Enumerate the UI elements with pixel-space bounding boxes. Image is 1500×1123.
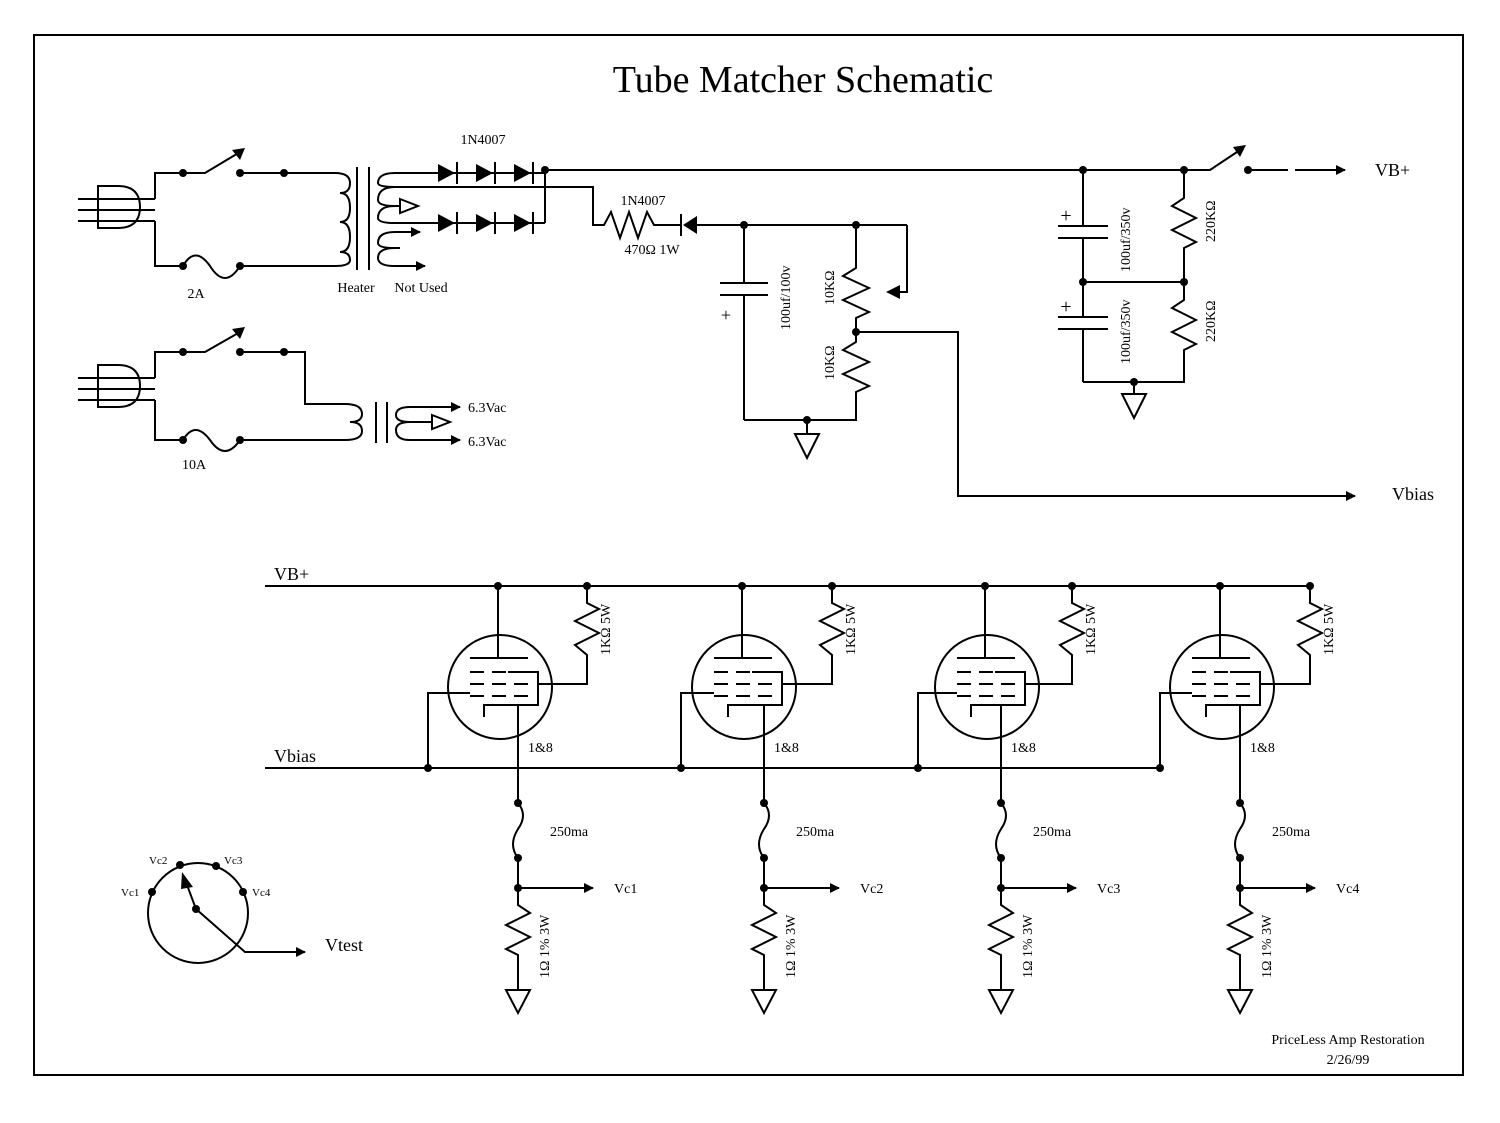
filter-cap-bottom-label: 100uf/350v [1119, 299, 1134, 364]
schematic-title: Tube Matcher Schematic [613, 59, 994, 101]
cathode-pin-label: 1&8 [1250, 741, 1275, 756]
schematic-frame [33, 34, 1464, 1076]
heater-out-top-label: 6.3Vac [468, 401, 507, 416]
series-resistor-label: 470Ω 1W [624, 243, 680, 258]
heater-fuse [154, 400, 345, 452]
selector-label-vc1: Vc1 [121, 887, 139, 899]
sense-resistor-label: 1Ω 1% 3W [1021, 914, 1036, 978]
cathode-fuse [995, 802, 1007, 859]
vc-output-label: Vc1 [614, 882, 637, 897]
ground-symbol [504, 989, 532, 1016]
vbias-rail-label: Vbias [274, 746, 316, 766]
tube-envelope [447, 634, 553, 740]
hv-power-switch [154, 148, 335, 199]
footer-date: 2/26/99 [1327, 1053, 1370, 1068]
vbias-output-label: Vbias [1392, 484, 1434, 504]
selector-contact-vc1 [148, 888, 156, 896]
sense-resistor [986, 888, 1016, 990]
cathode-fuse-label: 250ma [550, 825, 589, 840]
filter-cap-top-plus: + [1060, 205, 1071, 227]
selector-label-vc4: Vc4 [252, 887, 271, 899]
filter-cap-top-label: 100uf/350v [1119, 207, 1134, 272]
sense-resistor-label: 1Ω 1% 3W [784, 914, 799, 978]
cathode-pin-label: 1&8 [1011, 741, 1036, 756]
bias-resistor-label: 10KΩ [823, 345, 838, 380]
selector-contact-vc2 [176, 861, 184, 869]
screen-resistor-label: 1KΩ 5W [1084, 603, 1099, 655]
cathode-pin-label: 1&8 [774, 741, 799, 756]
cathode-fuse [758, 802, 770, 859]
screen-resistor-label: 1KΩ 5W [599, 603, 614, 655]
selector-label-vc2: Vc2 [149, 855, 167, 867]
heater-power-switch [154, 327, 345, 405]
heater-fuse-label: 10A [182, 458, 207, 473]
vc-output-label: Vc3 [1097, 882, 1120, 897]
cathode-fuse [1234, 802, 1246, 859]
series-diode-label: 1N4007 [620, 194, 665, 209]
sense-resistor-label: 1Ω 1% 3W [538, 914, 553, 978]
cathode-pin-label: 1&8 [528, 741, 553, 756]
hv-mains-plug [78, 185, 155, 229]
vbplus-rail-label: VB+ [274, 564, 309, 584]
bias-supply [545, 186, 1356, 501]
vbplus-output-label: VB+ [1375, 160, 1410, 180]
heater-mains-plug [78, 364, 155, 408]
tube-envelope [934, 634, 1040, 740]
filter-bank [1058, 145, 1345, 421]
bias-cap-label: 100uf/100v [779, 265, 794, 330]
selector-contact-vc3 [212, 862, 220, 870]
cathode-fuse-label: 250ma [796, 825, 835, 840]
bleeder-top-label: 220KΩ [1204, 200, 1219, 242]
heater-winding-label: Heater [337, 281, 375, 296]
vc-output-label: Vc2 [860, 882, 883, 897]
vtest-label: Vtest [325, 935, 363, 955]
selector-contact-vc4 [239, 888, 247, 896]
not-used-winding-label: Not Used [394, 281, 447, 296]
tube-envelope [1169, 634, 1275, 740]
bleeder-bottom-label: 220KΩ [1204, 300, 1219, 342]
vc-output-label: Vc4 [1336, 882, 1359, 897]
rectifier-label: 1N4007 [460, 133, 505, 148]
ground-symbol [750, 989, 778, 1016]
bias-pot-label: 10KΩ [823, 270, 838, 305]
selector-label-vc3: Vc3 [224, 855, 243, 867]
sense-resistor [503, 888, 533, 990]
ground-symbol [987, 989, 1015, 1016]
ground-symbol [1226, 989, 1254, 1016]
sense-resistor [749, 888, 779, 990]
hv-fuse [154, 221, 335, 279]
cathode-fuse-label: 250ma [1033, 825, 1072, 840]
bias-cap-plus: + [721, 305, 731, 325]
rectifier-diodes [437, 162, 549, 234]
footer-company: PriceLess Amp Restoration [1271, 1033, 1424, 1048]
hv-transformer [334, 167, 545, 271]
selector-wiper-arrow [181, 872, 193, 889]
hv-fuse-label: 2A [187, 287, 205, 302]
selector-switch[interactable] [147, 861, 306, 964]
heater-out-bottom-label: 6.3Vac [468, 435, 507, 450]
sense-resistor-label: 1Ω 1% 3W [1260, 914, 1275, 978]
screen-resistor-label: 1KΩ 5W [1322, 603, 1337, 655]
heater-transformer [344, 402, 461, 445]
screen-resistor-label: 1KΩ 5W [844, 603, 859, 655]
filter-cap-bottom-plus: + [1060, 296, 1071, 318]
sense-resistor [1225, 888, 1255, 990]
tube-envelope [691, 634, 797, 740]
cathode-fuse-label: 250ma [1272, 825, 1311, 840]
cathode-fuse [512, 802, 524, 859]
